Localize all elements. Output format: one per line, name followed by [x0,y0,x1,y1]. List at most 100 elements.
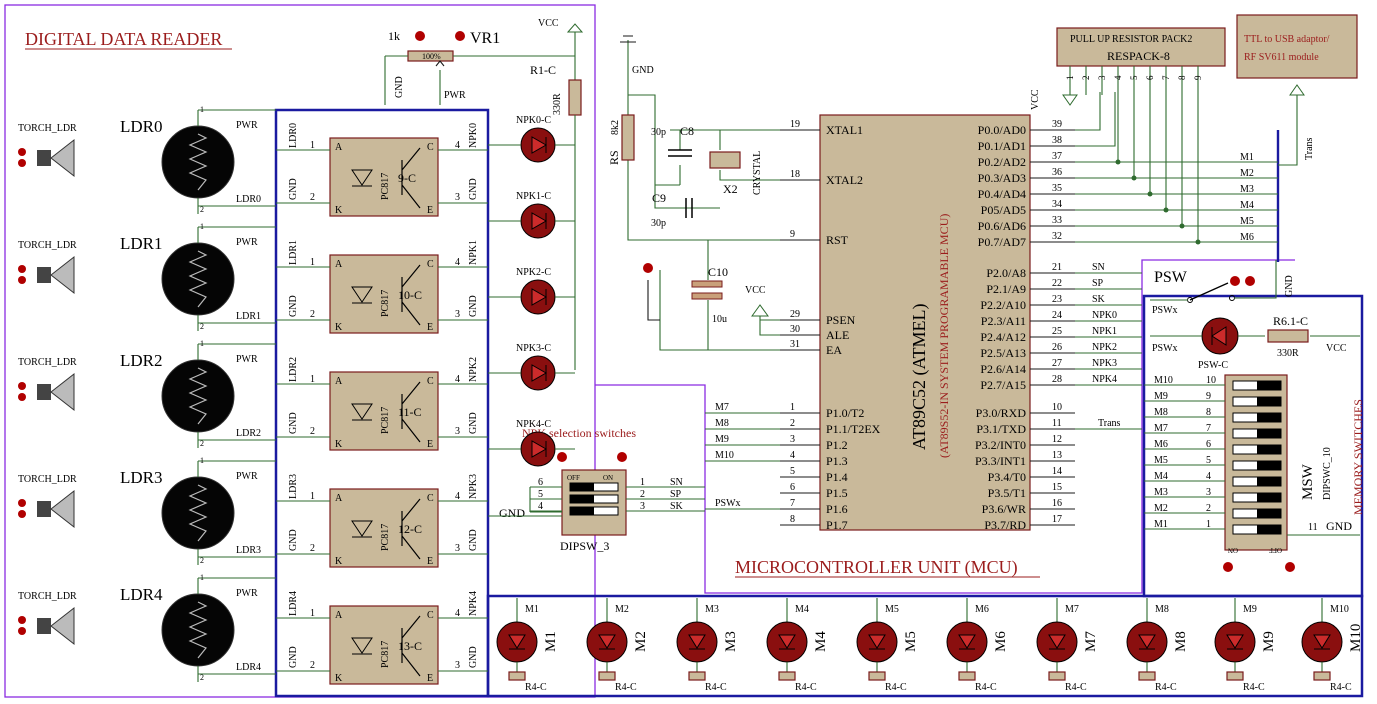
msw-toggle-slider [1257,461,1281,470]
opto-ldr-net: LDR1 [288,240,299,265]
torch-label: TORCH_LDR [18,474,77,485]
mcu-unit-title: MICROCONTROLLER UNIT (MCU) [735,557,1018,578]
npk-led-symbol [531,288,548,306]
mcu-pin-number: 7 [790,498,795,509]
opto-gnd-out: GND [468,529,479,551]
mcu-pin-number: 6 [790,482,795,493]
dipsw3-gnd: GND [499,506,525,520]
led-symbol [1313,634,1331,650]
opto-pin1: 1 [310,374,315,385]
mcu-pin-number: 28 [1052,374,1062,385]
msw-toggle-slider [1257,413,1281,422]
mcu-pin-label: P1.4 [826,470,848,484]
ldr-pin2: 2 [200,556,204,565]
led-bus-frame [486,594,1364,698]
mcu-pin-number: 25 [1052,326,1062,337]
msw-name: MSW [1300,463,1316,500]
opto-pin-c: C [427,376,434,387]
led-symbol [508,634,526,650]
npk-led-symbol [531,440,548,458]
mcu-pin-label: PSEN [826,313,856,327]
opto-led [351,637,373,655]
mcu-pin-number: 19 [790,119,800,130]
respack-body [1056,27,1226,67]
led-label: M3 [723,631,739,652]
msw-pin: 6 [1206,439,1211,450]
npk-led-symbol [531,212,548,230]
psw-gnd: GND [1284,275,1295,297]
torch-icon [37,618,51,634]
dip-toggle-slider [570,495,594,503]
npk-led-label: NPK2-C [516,267,551,278]
psw-vcc: VCC [1326,343,1347,354]
ldr-net-label: LDR3 [236,545,261,556]
torch-icon [37,384,51,400]
junction [1115,159,1121,165]
p0-net-label: M3 [1240,184,1254,195]
p2-net-label: NPK2 [1092,342,1117,353]
optocoupler [329,605,439,685]
led-net-top: M4 [795,604,809,615]
opto-pin-a: A [335,610,343,621]
msw-net: M4 [1154,471,1168,482]
opto-gnd-out: GND [468,178,479,200]
junction [1179,223,1185,229]
trans-top: Trans [1304,137,1315,160]
opto-gnd-out: GND [468,646,479,668]
ldr-wires [197,460,276,565]
p2-net-label: SP [1092,278,1104,289]
led-resistor-label: R4-C [1065,682,1087,693]
opto-name: 10-C [398,288,422,302]
torch-lamp [50,372,75,412]
mcu-pin-number: 10 [1052,402,1062,413]
vcc-mcu: VCC [1030,89,1041,110]
r6-resistor [1267,329,1309,343]
opto-ldr-net: LDR4 [288,591,299,616]
opto-led [351,520,373,538]
led-label: M5 [903,631,919,652]
opto-pin-c: C [427,610,434,621]
mcu-pin-label: P1.0/T2 [826,406,864,420]
psw-section: PSW GND PSWx PSW-C PSWx R6.1-C 330R VCC [1150,260,1360,371]
led-symbol [1138,634,1156,650]
led-symbol [958,634,976,650]
opto-name: 9-C [398,171,416,185]
opto-pin-k: K [335,205,343,216]
torch-label: TORCH_LDR [18,357,77,368]
opto-gnd-out: GND [468,412,479,434]
mcu-pin-label: P3.6/WR [982,502,1026,516]
opto-pin3: 3 [455,543,460,554]
opto-gnd-out: GND [468,295,479,317]
torch-icon [37,150,51,166]
led-net-top: M7 [1065,604,1079,615]
p1-pswx-label: PSWx [715,498,741,509]
ldr-pwr-label: PWR [236,237,258,248]
opto-wires [276,149,488,204]
respack-name: RESPACK-8 [1107,49,1170,63]
r6-value: 330R [1277,348,1299,359]
mcu-pin-label: P3.5/T1 [988,486,1026,500]
msw-net: M8 [1154,407,1168,418]
potentiometer-vr1: 1k VR1 100% GND PWR VCC R1-C 330R [384,18,584,370]
vcc-top: VCC [538,18,559,29]
opto-led [351,286,373,304]
opto-pin3: 3 [455,660,460,671]
ldr-wires [197,226,276,331]
msw-toggle-slider [1257,477,1281,486]
led-resistor-label: R4-C [885,682,907,693]
mcu-pin-number: 36 [1052,167,1062,178]
mcu-pin-number: 18 [790,169,800,180]
opto-wires [276,617,488,672]
msw-pin: 5 [1206,455,1211,466]
mcu-pin-label: P1.3 [826,454,848,468]
mcu-pin-label: XTAL2 [826,173,863,187]
npk-led: NPK2-C [488,267,575,315]
opto-pin-e: E [427,205,433,216]
msw-pin: 3 [1206,487,1211,498]
led-net-top: M1 [525,604,539,615]
opto-gnd-net: GND [288,412,299,434]
